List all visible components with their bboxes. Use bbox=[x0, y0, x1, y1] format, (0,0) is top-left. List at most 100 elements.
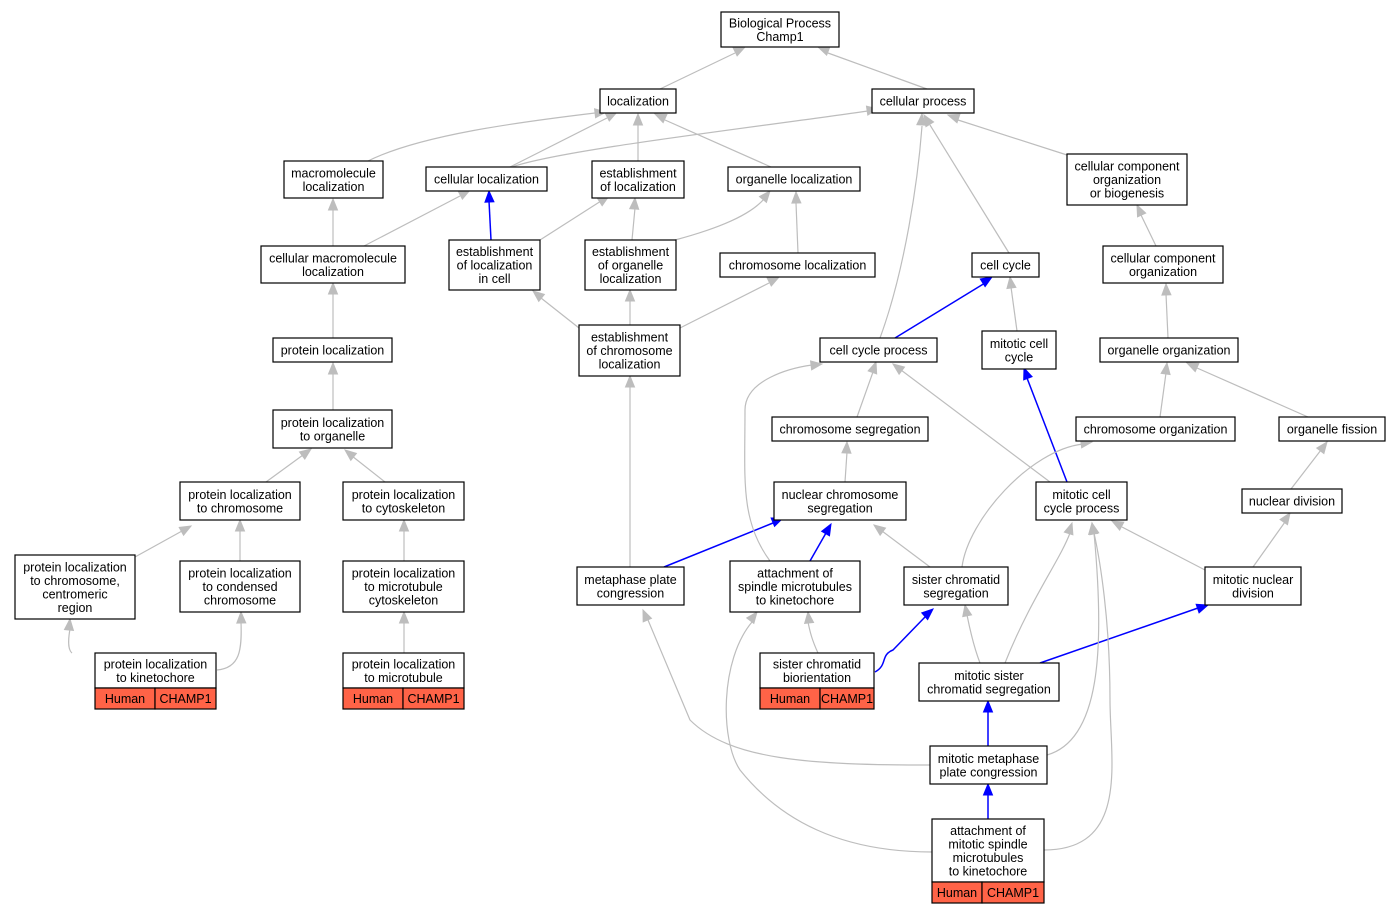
graph-edge bbox=[539, 200, 602, 241]
node-box bbox=[578, 324, 681, 377]
graph-edge bbox=[827, 52, 928, 90]
node-box bbox=[981, 330, 1057, 370]
go-term-node-protein-localization[interactable]: protein localization bbox=[272, 337, 393, 363]
node-box bbox=[1278, 416, 1386, 442]
node-label: nuclear chromosome bbox=[782, 488, 899, 502]
node-label: cycle process bbox=[1044, 501, 1120, 515]
graph-edge bbox=[744, 364, 813, 562]
go-term-node-chromosome-organization[interactable]: chromosome organization bbox=[1075, 416, 1236, 442]
species-label: Human bbox=[105, 692, 145, 706]
node-box bbox=[599, 88, 677, 114]
node-label: chromosome bbox=[204, 594, 276, 608]
edge-arrowhead bbox=[178, 525, 193, 537]
node-label: to cytoskeleton bbox=[362, 501, 445, 515]
go-term-node-organelle-organization[interactable]: organelle organization bbox=[1099, 337, 1239, 363]
go-term-node-nuclear-division[interactable]: nuclear division bbox=[1241, 488, 1343, 514]
edge-arrowhead bbox=[632, 112, 644, 126]
edge-arrowhead bbox=[1089, 521, 1100, 536]
go-term-node-cell-cycle[interactable]: cell cycle bbox=[971, 252, 1040, 278]
edge-arrowhead bbox=[867, 360, 878, 375]
node-label: in cell bbox=[479, 272, 511, 286]
go-term-node-cellular-localization[interactable]: cellular localization bbox=[425, 166, 548, 192]
node-label: or biogenesis bbox=[1090, 187, 1164, 201]
graph-edge bbox=[363, 195, 461, 247]
node-box bbox=[283, 160, 384, 199]
edge-arrowhead bbox=[982, 782, 994, 796]
node-box bbox=[719, 252, 876, 278]
node-label: plate congression bbox=[940, 765, 1038, 779]
edge-arrowhead bbox=[979, 276, 994, 288]
go-term-node-cell-cycle-process[interactable]: cell cycle process bbox=[819, 337, 938, 363]
go-term-node-organelle-fission[interactable]: organelle fission bbox=[1278, 416, 1386, 442]
graph-edge bbox=[856, 371, 874, 418]
go-term-node-chromosome-segregation[interactable]: chromosome segregation bbox=[771, 416, 929, 442]
graph-edge bbox=[367, 112, 596, 162]
node-label: cell cycle process bbox=[830, 344, 928, 358]
node-box bbox=[342, 560, 465, 613]
node-label: cell cycle bbox=[980, 259, 1031, 273]
edge-arrowhead bbox=[920, 608, 934, 621]
node-box bbox=[1099, 337, 1239, 363]
node-label: segregation bbox=[923, 586, 988, 600]
edge-arrowhead bbox=[809, 360, 824, 371]
node-label: cytoskeleton bbox=[369, 594, 439, 608]
graph-edge bbox=[1196, 367, 1309, 418]
go-term-node-cellular-process[interactable]: cellular process bbox=[871, 88, 975, 114]
node-box bbox=[14, 554, 136, 620]
node-label: macromolecule bbox=[291, 166, 376, 180]
go-term-node-localization[interactable]: localization bbox=[599, 88, 677, 114]
go-term-node-organelle-localization[interactable]: organelle localization bbox=[727, 166, 861, 192]
graph-edge bbox=[795, 202, 799, 254]
edge-arrowhead bbox=[745, 610, 758, 625]
edge-arrowhead bbox=[766, 276, 781, 287]
graph-edge bbox=[540, 297, 580, 329]
node-label: localization bbox=[599, 358, 661, 372]
node-box bbox=[819, 337, 938, 363]
edge-arrowhead bbox=[1185, 362, 1200, 373]
node-box bbox=[591, 160, 685, 199]
graph-edge bbox=[511, 110, 869, 168]
edge-arrowhead bbox=[531, 290, 546, 303]
go-term-node-chromosome-localization[interactable]: chromosome localization bbox=[719, 252, 876, 278]
edge-arrowhead bbox=[916, 112, 927, 126]
graph-edge bbox=[809, 532, 827, 562]
node-label: mitotic spindle bbox=[948, 837, 1027, 851]
node-label: organization bbox=[1093, 173, 1161, 187]
edge-arrowhead bbox=[234, 518, 246, 532]
graph-edge bbox=[659, 52, 736, 90]
node-box bbox=[260, 245, 406, 284]
graph-edge bbox=[1026, 377, 1068, 483]
edge-arrowhead bbox=[1195, 603, 1210, 614]
node-box bbox=[425, 166, 548, 192]
node-label: protein localization bbox=[23, 560, 127, 574]
